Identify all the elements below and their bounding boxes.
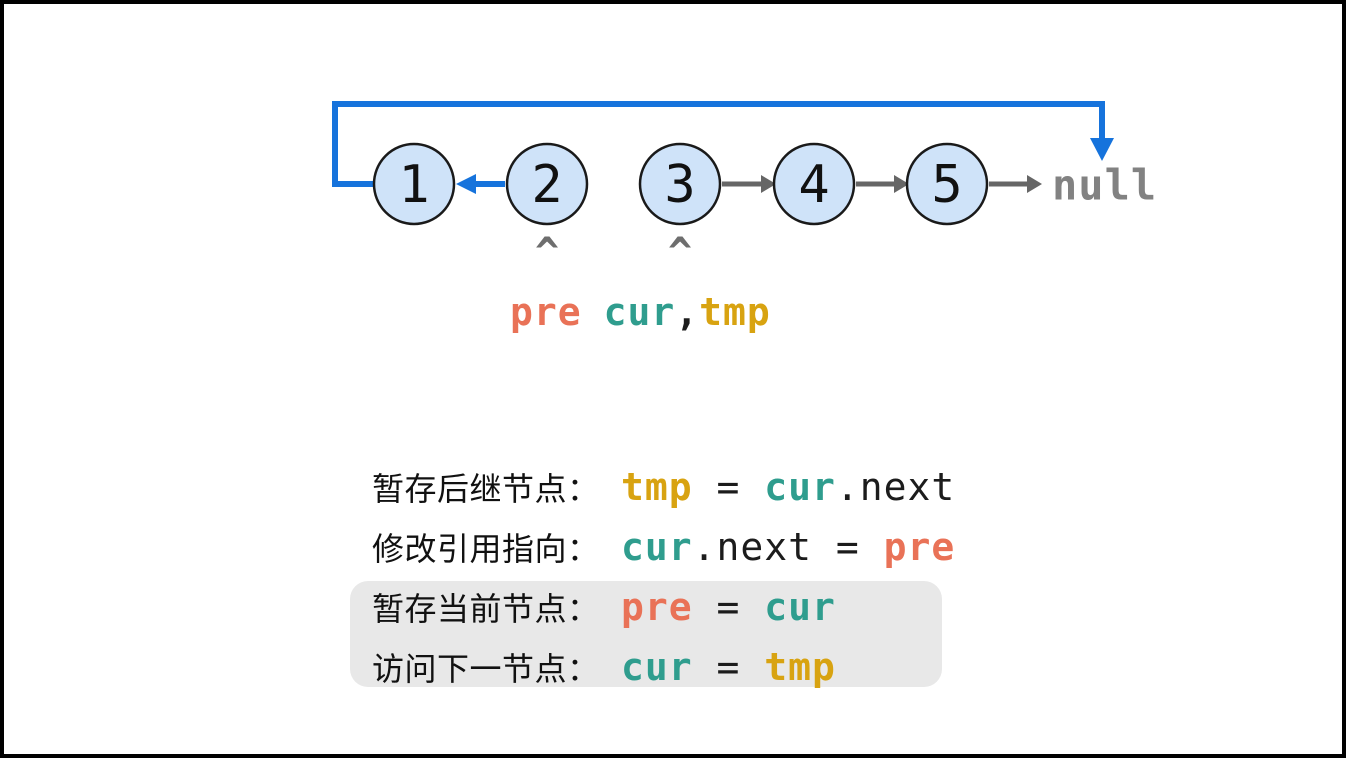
node-value: 2	[531, 155, 562, 215]
code-token-equals: =	[812, 525, 884, 569]
caret-under-node3: ^	[668, 230, 692, 276]
node-circle	[638, 142, 722, 226]
code-token-pre: pre	[883, 525, 956, 569]
arrowhead-nulltext-icon	[1027, 175, 1042, 193]
code-token-tmp: tmp	[621, 465, 693, 509]
node-value: 3	[664, 155, 695, 215]
arrowhead-null-icon	[1090, 138, 1114, 161]
step-row-1: 暂存后继节点： tmp = cur .next	[372, 457, 955, 517]
code-token-equals: =	[692, 585, 765, 629]
list-node-2: 2	[505, 142, 589, 226]
step-label: 修改引用指向：	[372, 531, 600, 567]
step-row-4: 访问下一节点： cur = tmp	[372, 637, 955, 697]
arrowhead-node4-icon	[761, 175, 776, 193]
code-token-equals: =	[692, 645, 765, 689]
list-node-1: 1	[372, 142, 456, 226]
step-label: 暂存当前节点：	[372, 591, 600, 627]
arrow-node1-to-null	[332, 101, 1105, 187]
code-token-equals: =	[692, 465, 765, 509]
list-node-4: 4	[772, 142, 856, 226]
step-label: 访问下一节点：	[372, 651, 600, 687]
code-token-next: .next	[835, 465, 956, 509]
pointer-label-comma: ,	[675, 290, 700, 334]
pointer-label-tmp: tmp	[699, 290, 771, 334]
node-value: 1	[398, 155, 429, 215]
step-row-2: 修改引用指向： cur .next = pre	[372, 517, 955, 577]
code-token-cur: cur	[621, 525, 693, 569]
node-circle	[372, 142, 456, 226]
null-label: null	[1052, 161, 1157, 210]
code-token-next: .next	[692, 525, 813, 569]
node-circle	[772, 142, 856, 226]
code-token-cur: cur	[764, 465, 836, 509]
code-token-cur: cur	[621, 645, 693, 689]
node-value: 5	[931, 155, 962, 215]
arrowhead-node5-icon	[894, 175, 909, 193]
node-circle	[505, 142, 589, 226]
code-token-cur: cur	[764, 585, 836, 629]
list-node-3: 3	[638, 142, 722, 226]
pointer-label-pre: pre	[510, 290, 582, 334]
node-circle	[905, 142, 989, 226]
algorithm-steps: 暂存后继节点： tmp = cur .next 修改引用指向： cur .nex…	[372, 457, 955, 697]
pointer-label-cur: cur	[603, 290, 676, 334]
node-value: 4	[798, 155, 829, 215]
pointer-labels: pre cur , tmp	[510, 289, 771, 335]
step-label: 暂存后继节点：	[372, 471, 600, 507]
code-token-pre: pre	[621, 585, 693, 629]
code-token-tmp: tmp	[764, 645, 836, 689]
arrowhead-node1-icon	[456, 174, 476, 194]
linked-list-diagram: 1 2 3 4 5 null ^ ^	[332, 101, 1157, 276]
highlight-box	[350, 581, 942, 687]
step-row-3: 暂存当前节点： pre = cur	[372, 577, 955, 637]
caret-under-node2: ^	[535, 230, 559, 276]
list-node-5: 5	[905, 142, 989, 226]
